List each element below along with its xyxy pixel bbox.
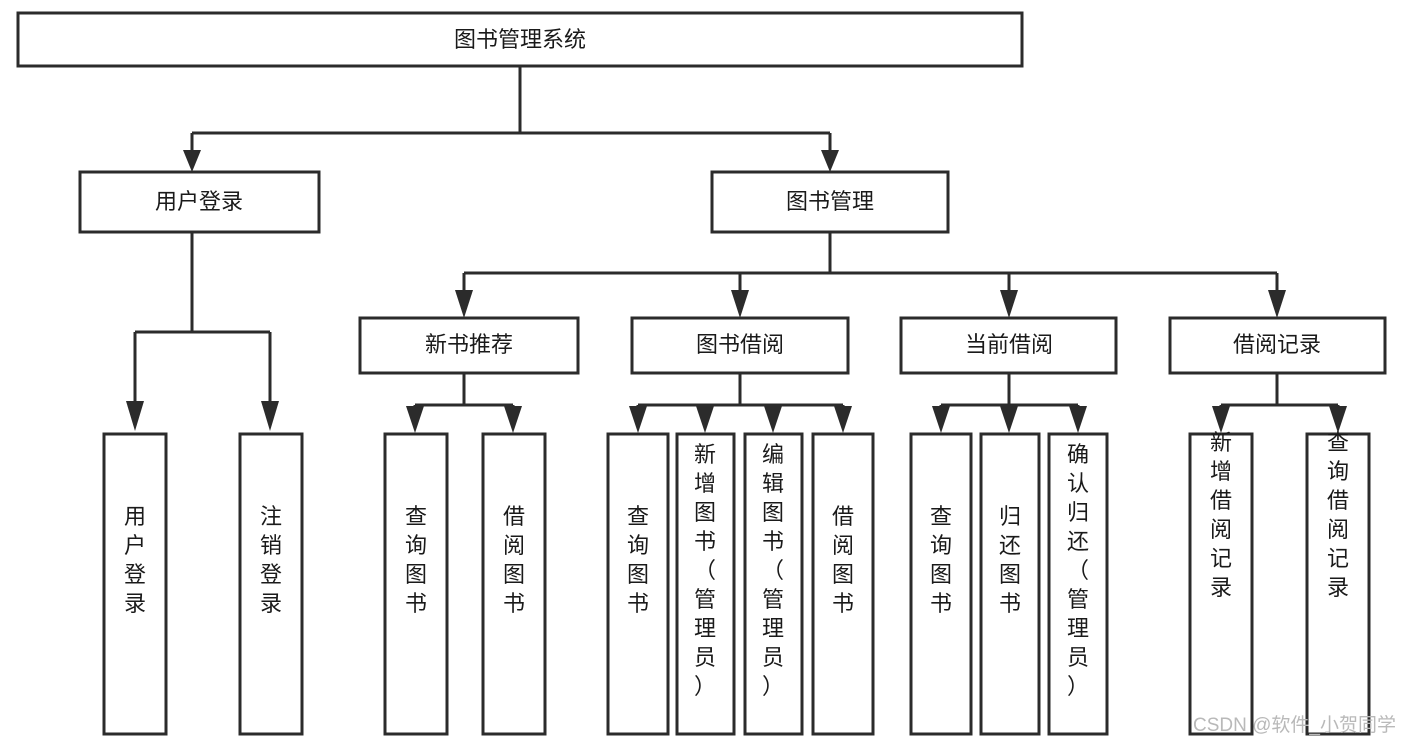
node-leaf-query-book-1[interactable]: 查询图书 [383,432,449,736]
connectors-userlogin-to-leaves [126,232,279,431]
node-leaf-return-book[interactable]: 归还图书 [979,432,1041,736]
node-new-book-rec-label: 新书推荐 [425,332,513,357]
node-leaf-query-book-2-label: 查询图书 [627,504,649,616]
arrow-head-icon [629,406,647,433]
node-borrow-record-label: 借阅记录 [1233,332,1321,357]
arrow-head-icon [455,290,473,318]
arrow-head-icon [932,406,950,433]
node-leaf-return-book-label: 归还图书 [999,504,1021,616]
node-leaf-borrow-book-2[interactable]: 借阅图书 [811,432,875,736]
node-leaf-add-record[interactable]: 新增借阅记录 [1188,430,1254,736]
node-borrow-record[interactable]: 借阅记录 [1168,316,1387,375]
connectors-bookborrow-to-leaves [629,373,852,433]
arrow-head-icon [406,406,424,433]
arrow-head-icon [821,150,839,172]
node-leaf-query-book-2[interactable]: 查询图书 [606,432,670,736]
node-leaf-borrow-book-2-label: 借阅图书 [832,504,854,616]
node-leaf-query-book-3-label: 查询图书 [930,504,952,616]
arrow-head-icon [1000,290,1018,318]
watermark-text: CSDN @软件_小贺同学 [1193,714,1396,736]
node-leaf-query-record[interactable]: 查询借阅记录 [1305,430,1371,736]
node-book-manage[interactable]: 图书管理 [710,170,950,234]
node-new-book-rec[interactable]: 新书推荐 [358,316,580,375]
connectors-bookmanage-to-level3 [455,232,1286,318]
connectors-currentborrow-to-leaves [932,373,1087,433]
node-leaf-query-record-label: 查询借阅记录 [1327,430,1349,600]
node-leaf-add-book-label: 新增图书（管理员） [694,442,716,699]
node-root[interactable]: 图书管理系统 [16,11,1024,68]
connectors-root-to-level2 [183,66,839,172]
node-user-login-label: 用户登录 [155,189,243,214]
arrow-head-icon [1212,406,1230,433]
node-leaf-add-book[interactable]: 新增图书（管理员） [675,432,736,736]
connectors-newbook-to-leaves [406,373,522,433]
arrow-head-icon [126,401,144,431]
node-leaf-edit-book-label: 编辑图书（管理员） [762,442,784,699]
node-book-borrow-label: 图书借阅 [696,332,784,357]
arrow-head-icon [696,406,714,433]
node-leaf-borrow-book-1-label: 借阅图书 [503,504,525,616]
node-leaf-user-login[interactable]: 用户登录 [102,432,168,736]
node-book-manage-label: 图书管理 [786,189,874,214]
node-leaf-query-book-3[interactable]: 查询图书 [909,432,973,736]
arrow-head-icon [183,150,201,172]
arrow-head-icon [764,406,782,433]
arrow-head-icon [1000,406,1018,433]
arrow-head-icon [1268,290,1286,318]
node-user-login[interactable]: 用户登录 [78,170,321,234]
arrow-head-icon [1329,406,1347,433]
node-leaf-add-record-label: 新增借阅记录 [1210,430,1232,600]
node-leaf-edit-book[interactable]: 编辑图书（管理员） [743,432,804,736]
arrow-head-icon [261,401,279,431]
node-leaf-confirm-return[interactable]: 确认归还（管理员） [1047,432,1109,736]
connectors-borrowrecord-to-leaves [1212,373,1347,433]
node-current-borrow-label: 当前借阅 [965,332,1053,357]
node-leaf-borrow-book-1[interactable]: 借阅图书 [481,432,547,736]
node-current-borrow[interactable]: 当前借阅 [899,316,1118,375]
node-leaf-logout[interactable]: 注销登录 [238,432,304,736]
arrow-head-icon [1069,406,1087,433]
node-leaf-logout-label: 注销登录 [260,504,282,616]
node-root-label: 图书管理系统 [454,27,586,52]
node-leaf-confirm-return-label: 确认归还（管理员） [1067,442,1089,699]
arrow-head-icon [731,290,749,318]
arrow-head-icon [504,406,522,433]
node-book-borrow[interactable]: 图书借阅 [630,316,850,375]
arrow-head-icon [834,406,852,433]
node-leaf-user-login-label: 用户登录 [124,504,146,616]
node-leaf-query-book-1-label: 查询图书 [405,504,427,616]
